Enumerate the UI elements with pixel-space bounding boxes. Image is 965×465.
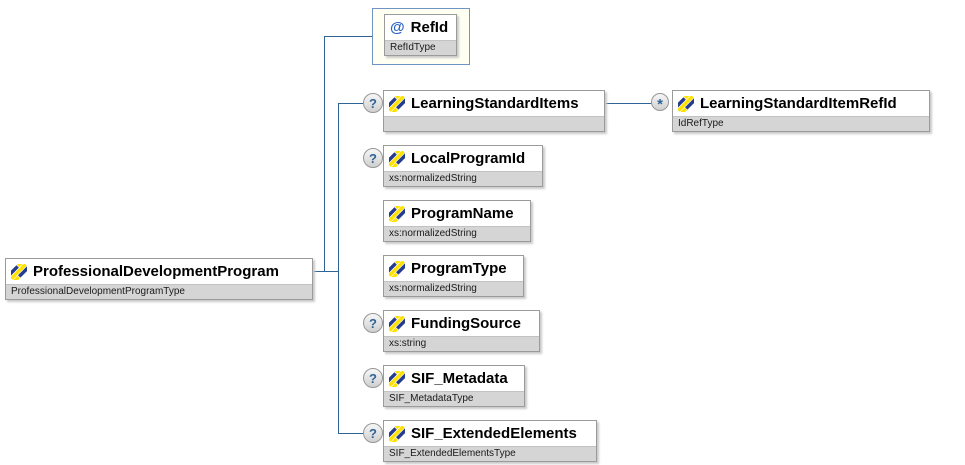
element-title: ProfessionalDevelopmentProgram (33, 263, 279, 280)
element-type-label: xs:normalizedString (384, 281, 523, 296)
element-icon (385, 92, 408, 115)
element-icon (385, 257, 408, 280)
element-icon (385, 422, 408, 445)
element-node-fundingsource[interactable]: FundingSource xs:string (383, 310, 540, 352)
element-node-sif-metadata[interactable]: SIF_Metadata SIF_MetadataType (383, 365, 525, 407)
connector-children-trunk (338, 103, 339, 434)
occurrence-badge-localprogramid: ? (363, 148, 383, 168)
connector-learningstandarditems-to-refid (603, 103, 652, 104)
attribute-node-refid[interactable]: @ RefId RefIdType (384, 14, 457, 56)
element-type-label: IdRefType (673, 116, 929, 131)
occurrence-badge-fundingsource: ? (363, 313, 383, 333)
element-type-label: xs:string (384, 336, 539, 351)
element-title: SIF_Metadata (411, 370, 508, 387)
element-title: LearningStandardItemRefId (700, 95, 897, 112)
element-type-label: SIF_MetadataType (384, 391, 524, 406)
connector-stub-learningstandarditems (338, 103, 364, 104)
element-title: ProgramName (411, 205, 514, 222)
connector-refid-horizontal (324, 36, 372, 37)
element-type-label: ProfessionalDevelopmentProgramType (6, 284, 312, 299)
attribute-at-icon: @ (390, 19, 405, 36)
element-title: SIF_ExtendedElements (411, 425, 577, 442)
element-title: LearningStandardItems (411, 95, 579, 112)
element-icon (385, 312, 408, 335)
element-title: ProgramType (411, 260, 507, 277)
element-type-label: xs:normalizedString (384, 171, 542, 186)
element-title: FundingSource (411, 315, 521, 332)
element-node-programtype[interactable]: ProgramType xs:normalizedString (383, 255, 524, 297)
occurrence-badge-sif-metadata: ? (363, 368, 383, 388)
element-icon (385, 367, 408, 390)
occurrence-badge-learningstandarditems: ? (363, 93, 383, 113)
element-icon (385, 202, 408, 225)
element-title: LocalProgramId (411, 150, 526, 167)
occurrence-badge-learningstandarditemrefid: * (651, 93, 669, 113)
element-icon (7, 260, 30, 283)
element-node-professionaldevelopmentprogram[interactable]: ProfessionalDevelopmentProgram Professio… (5, 258, 313, 300)
element-node-sif-extendedelements[interactable]: SIF_ExtendedElements SIF_ExtendedElement… (383, 420, 597, 462)
connector-refid-vertical (324, 36, 325, 272)
attribute-title: RefId (410, 19, 449, 36)
connector-root-out (313, 271, 339, 272)
connector-stub-sif-extendedelements (338, 433, 364, 434)
element-node-learningstandarditemrefid[interactable]: LearningStandardItemRefId IdRefType (672, 90, 930, 132)
element-node-programname[interactable]: ProgramName xs:normalizedString (383, 200, 531, 242)
element-icon (385, 147, 408, 170)
occurrence-badge-sif-extendedelements: ? (363, 423, 383, 443)
element-node-learningstandarditems[interactable]: LearningStandardItems (383, 90, 605, 132)
element-type-label: SIF_ExtendedElementsType (384, 446, 596, 461)
element-type-label: xs:normalizedString (384, 226, 530, 241)
attribute-type-label: RefIdType (385, 40, 456, 55)
element-type-label (384, 116, 604, 131)
element-icon (674, 92, 697, 115)
element-node-localprogramid[interactable]: LocalProgramId xs:normalizedString (383, 145, 543, 187)
